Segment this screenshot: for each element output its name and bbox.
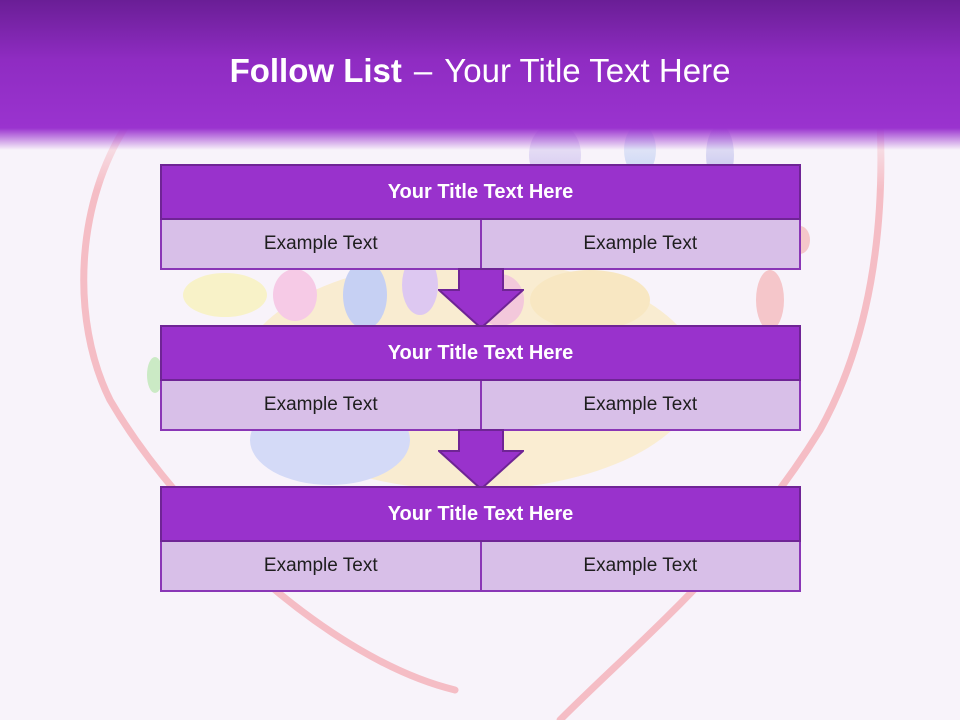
block-cell-left: Example Text <box>160 220 482 270</box>
slide-title: Follow List–Your Title Text Here <box>0 52 960 90</box>
down-arrow-2 <box>438 429 524 491</box>
block-row: Example Text Example Text <box>160 220 801 270</box>
heart-outline <box>80 116 885 720</box>
block-title: Your Title Text Here <box>160 164 801 220</box>
block-title: Your Title Text Here <box>160 486 801 542</box>
header-band <box>0 0 960 190</box>
block-row: Example Text Example Text <box>160 381 801 431</box>
block-title: Your Title Text Here <box>160 325 801 381</box>
down-arrow-1 <box>438 268 524 330</box>
block-row: Example Text Example Text <box>160 542 801 592</box>
block-cell-left: Example Text <box>160 381 482 431</box>
block-cell-right: Example Text <box>481 542 801 592</box>
list-block-3: Your Title Text Here Example Text Exampl… <box>160 486 801 592</box>
block-cell-right: Example Text <box>481 381 801 431</box>
block-cell-left: Example Text <box>160 542 482 592</box>
title-rest: Your Title Text Here <box>444 52 731 89</box>
title-bold: Follow List <box>229 52 402 89</box>
block-cell-right: Example Text <box>481 220 801 270</box>
list-block-1: Your Title Text Here Example Text Exampl… <box>160 164 801 270</box>
list-block-2: Your Title Text Here Example Text Exampl… <box>160 325 801 431</box>
title-dash: – <box>413 52 433 89</box>
